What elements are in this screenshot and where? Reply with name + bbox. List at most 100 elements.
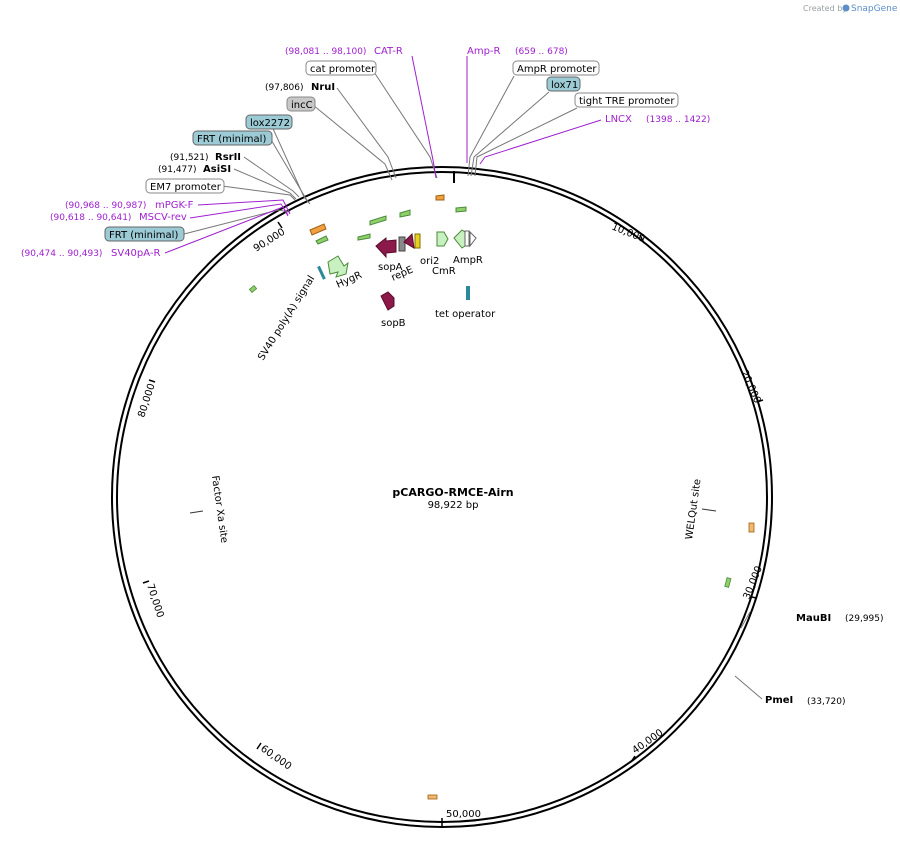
repe-arrow	[403, 232, 415, 249]
tet-operator-mark	[466, 286, 470, 300]
enzyme-name-asisi: AsiSI	[203, 164, 231, 175]
plasmid-length: 98,922 bp	[428, 500, 479, 511]
hygr-arrow	[327, 255, 349, 278]
box-frt-minimal-1	[192, 130, 273, 146]
enzyme-pos-asisi: (91,477)	[158, 165, 197, 175]
tick-20000	[756, 399, 764, 403]
box-label-cat-promoter: cat promoter	[310, 64, 376, 75]
feature-label-sopb: sopB	[381, 318, 406, 329]
orange-arrow-2	[435, 194, 445, 201]
green-arrow-1	[369, 215, 387, 226]
leader-rsrii	[243, 156, 300, 198]
enzyme-pos-pmei: (33,720)	[807, 697, 846, 707]
enzyme-labels: (97,806) NruI (91,521) RsrII (91,477) As…	[158, 82, 884, 707]
leader-ampr-promoter	[467, 75, 515, 177]
feature-label-factor-xa: Factor Xa site	[209, 475, 229, 544]
plasmid-name: pCARGO-RMCE-Airn	[392, 486, 513, 499]
teal-mark-left	[317, 265, 326, 280]
box-ampr-promoter	[512, 60, 600, 76]
box-label-em7: EM7 promoter	[150, 182, 222, 193]
repe-box-grey	[398, 236, 406, 252]
primer-lines	[164, 55, 602, 254]
tick-70000	[142, 580, 150, 584]
primer-line-sv40pa-r	[164, 206, 289, 254]
feature-glyphs	[189, 194, 755, 800]
box-label-frt-1: FRT (minimal)	[197, 134, 266, 145]
tick-label-70000: 70,000	[144, 583, 165, 620]
green-arrow-5	[455, 206, 467, 213]
leader-maubi	[740, 611, 751, 629]
enzyme-pos-nrui: (97,806)	[265, 83, 304, 93]
primer-pos-amp-r: (659 .. 678)	[515, 47, 568, 57]
tick-60000	[256, 742, 262, 750]
feature-label-cmr: CmR	[432, 266, 456, 277]
leader-tre	[474, 107, 578, 177]
tick-label-80000: 80,000	[136, 382, 157, 419]
yellow-box	[414, 233, 421, 249]
leader-em7	[221, 185, 296, 201]
box-tight-tre	[574, 92, 679, 108]
feature-label-sopa: sopA	[378, 262, 403, 273]
box-em7-promoter	[145, 178, 225, 194]
box-label-tight-tre: tight TRE promoter	[579, 96, 675, 107]
primer-labels: (98,081 .. 98,100) CAT-R Amp-R (659 .. 6…	[21, 46, 710, 259]
factor-xa-mark	[189, 510, 204, 514]
leader-incc	[312, 104, 393, 181]
cmr-arrow	[436, 231, 449, 247]
credit-prefix: Created by	[803, 4, 847, 13]
sopb-arrow	[380, 291, 395, 311]
primer-name-mscv-rev: MSCV-rev	[139, 212, 187, 223]
tick-10000	[639, 234, 645, 244]
primer-name-mpgk-f: mPGK-F	[155, 200, 194, 211]
enzyme-name-pmei: PmeI	[765, 695, 793, 706]
box-label-ampr-promoter: AmpR promoter	[517, 64, 597, 75]
credit-brand: SnapGene	[851, 4, 898, 14]
box-label-lox2272: lox2272	[250, 118, 290, 129]
feature-label-sv40-polya: SV40 poly(A) signal	[256, 274, 317, 363]
enzyme-pos-rsrii: (91,521)	[170, 153, 209, 163]
leader-lox2272	[269, 121, 311, 205]
feature-label-ori2: ori2	[420, 256, 439, 267]
boxed-labels: cat promoter incC lox2272 FRT (minimal) …	[104, 60, 679, 242]
primer-pos-mscv-rev: (90,618 .. 90,641)	[50, 213, 131, 223]
box-lox71	[546, 76, 581, 92]
primer-line-cat-r	[411, 55, 437, 179]
orange-mark-right	[748, 522, 755, 533]
box-lox2272	[245, 114, 293, 130]
primer-pos-cat-r: (98,081 .. 98,100)	[285, 47, 366, 57]
primer-pos-lncx: (1398 .. 1422)	[646, 115, 710, 125]
snapgene-logo-icon	[842, 4, 850, 12]
tick-80000	[148, 379, 156, 383]
tre-arrow	[469, 230, 477, 248]
feature-label-ampr: AmpR	[453, 255, 483, 266]
leader-lox71	[470, 91, 550, 177]
tick-30000	[751, 596, 757, 599]
tick-label-50000: 50,000	[446, 809, 481, 820]
tick-label-20000: 20,000	[738, 369, 762, 405]
box-cat-promoter	[305, 60, 377, 76]
tick-label-40000: 40,000	[630, 727, 665, 756]
orange-mark-bottom	[427, 794, 438, 800]
enzyme-name-maubi: MauBI	[796, 613, 831, 624]
box-frt-minimal-2	[104, 226, 185, 242]
primer-name-lncx: LNCX	[605, 114, 632, 125]
ampr-promoter-box	[464, 230, 470, 247]
box-incc	[286, 96, 316, 112]
leader-asisi	[233, 168, 297, 200]
box-label-frt-2: FRT (minimal)	[109, 230, 178, 241]
green-mark-left	[248, 284, 258, 294]
leader-lines-grey	[183, 71, 763, 700]
enzyme-name-rsrii: RsrII	[215, 152, 241, 163]
green-arrow-3	[357, 233, 371, 241]
leader-frt1	[269, 137, 309, 203]
primer-name-sv40pa-r: SV40pA-R	[111, 248, 160, 259]
tick-90000	[277, 221, 283, 229]
leader-nrui	[336, 87, 397, 179]
primer-name-amp-r: Amp-R	[467, 46, 501, 57]
tick-40000	[630, 755, 636, 763]
feature-label-tet-operator: tet operator	[435, 309, 496, 320]
green-mark-right	[724, 577, 732, 588]
green-arrow-4	[315, 235, 329, 245]
sopa-arrow	[375, 236, 397, 259]
